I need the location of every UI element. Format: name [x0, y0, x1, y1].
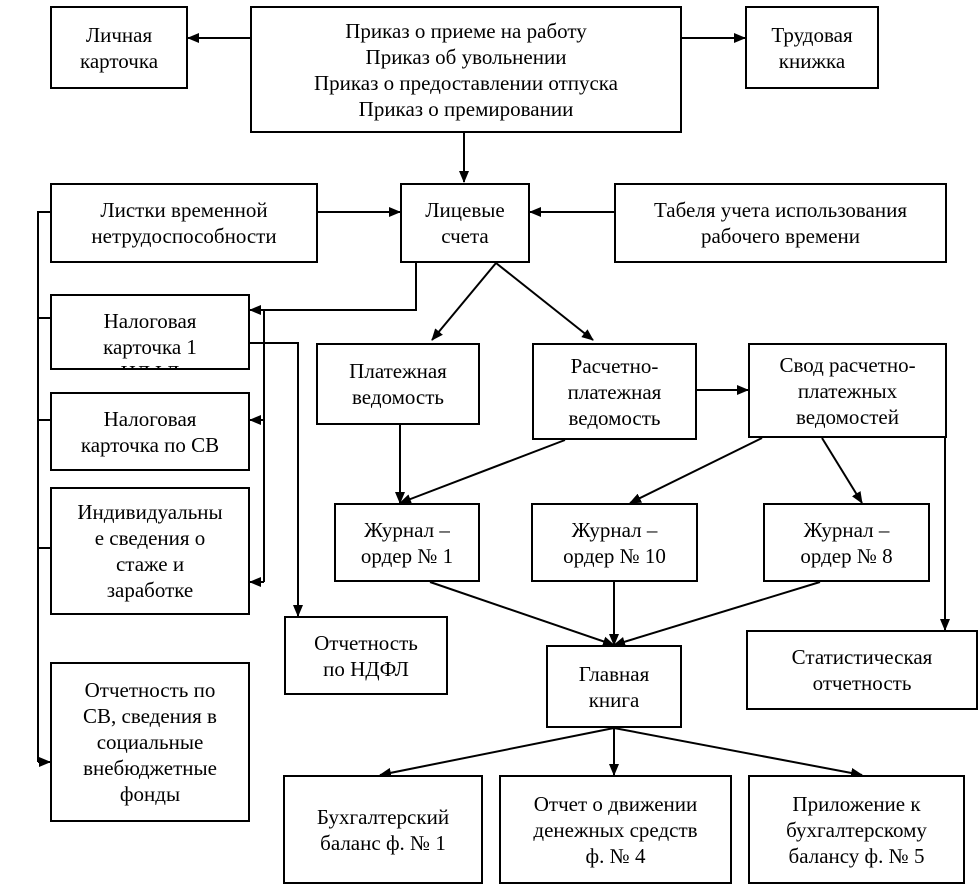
box-label-line: ведомость	[351, 385, 444, 409]
box-zhurnal-10: Журнал –ордер № 10	[531, 503, 698, 582]
arrow-glavnaya-to-balans	[379, 727, 615, 778]
box-label-line: Отчетность	[314, 630, 418, 655]
box-label-line: внебюджетные	[83, 756, 217, 780]
box-zhurnal-8: Журнал –ордер № 8	[763, 503, 930, 582]
arrow-raschetno-to-zh1	[399, 439, 566, 504]
arrow-zh1-to-glavnaya	[429, 581, 615, 647]
box-label-line: рабочего времени	[700, 224, 860, 248]
box-label-line: Табеля учета использования	[654, 198, 907, 222]
box-label-line: отчетность	[812, 671, 912, 695]
box-label-line: Приказ об увольнении	[365, 44, 567, 69]
box-label-line: Приказ о предоставлении отпуска	[313, 70, 619, 95]
box-label-line: книга	[588, 687, 640, 712]
line-left-bus	[37, 211, 50, 762]
box-label-line: Главная	[578, 661, 650, 686]
arrow-nalogovaya-1-to-ndfl	[250, 342, 303, 617]
box-label-line: Налоговая	[103, 406, 197, 431]
box-label-line: ордер № 1	[360, 543, 454, 568]
box-label-line: Листки временной	[100, 198, 268, 222]
box-label-line: Приказ о премировании	[358, 96, 574, 121]
box-zhurnal-1: Журнал –ордер № 1	[334, 503, 480, 582]
box-label-line: Платежная	[349, 359, 447, 383]
box-label-line: Налоговая	[103, 309, 197, 333]
box-label-line: денежных средств	[533, 817, 698, 842]
box-label-line: Статистическая	[791, 645, 933, 669]
box-label-line: карточка	[79, 48, 159, 73]
box-label-line: платежных	[797, 378, 898, 403]
box-label-line: фонды	[119, 782, 181, 806]
box-label-line: нетрудоспособности	[91, 224, 277, 248]
box-label-line: ордер № 8	[800, 543, 893, 568]
box-label-line: Журнал –	[571, 517, 658, 542]
box-label-line: Бухгалтерский	[316, 804, 450, 829]
box-label-line: Свод расчетно-	[779, 352, 916, 377]
box-label-line: Журнал –	[803, 517, 890, 542]
box-label-line: Журнал –	[364, 517, 450, 542]
box-label-line: Расчетно-	[570, 353, 659, 378]
box-label-line: по НДФЛ	[323, 656, 409, 681]
arrow-litsevye-to-platezhnaya	[431, 262, 497, 341]
arrow-glavnaya-to-prilozhenie	[613, 727, 863, 778]
arrow-svod-to-zh8	[821, 437, 863, 504]
box-label-line: карточка по СВ	[80, 432, 220, 457]
box-label-line: ведомостей	[796, 404, 899, 429]
box-label-line: Приложение к	[792, 791, 921, 816]
box-label-line: счета	[441, 224, 489, 248]
box-label-line: платежная	[567, 379, 662, 404]
box-label-line: социальные	[96, 730, 204, 754]
box-label-line: стаже и	[115, 552, 185, 576]
box-label-line: карточка 1	[103, 335, 197, 359]
box-label-line: Индивидуальны	[77, 500, 223, 524]
box-label-line: бухгалтерскому	[786, 817, 927, 842]
line-litsevye-to-left-cards	[263, 263, 417, 582]
box-label-line: Лицевые	[425, 198, 505, 222]
arrow-litsevye-to-raschetno	[495, 262, 594, 341]
box-label-line: е сведения о	[94, 526, 206, 550]
box-label-line: НДФЛ	[121, 360, 180, 368]
box-label-line: СВ, сведения в	[83, 704, 217, 728]
box-label-line: балансу ф. № 5	[788, 843, 925, 868]
box-label-line: Трудовая	[771, 22, 853, 47]
box-label-line: Приказ о приеме на работу	[345, 18, 587, 43]
box-label-line: книжка	[778, 48, 846, 73]
box-label-line: ф. № 4	[585, 843, 646, 868]
box-label-line: баланс ф. № 1	[320, 830, 446, 855]
box-label-line: Личная	[85, 22, 153, 47]
arrow-zh8-to-glavnaya	[613, 581, 821, 647]
box-label-line: ведомость	[568, 405, 661, 430]
box-label-line: Отчетность по	[84, 678, 216, 702]
arrow-svod-to-zh10	[629, 437, 763, 504]
box-label-line: ордер № 10	[563, 543, 666, 568]
box-label-line: заработке	[106, 578, 194, 602]
box-label-line: Отчет о движении	[533, 791, 698, 816]
